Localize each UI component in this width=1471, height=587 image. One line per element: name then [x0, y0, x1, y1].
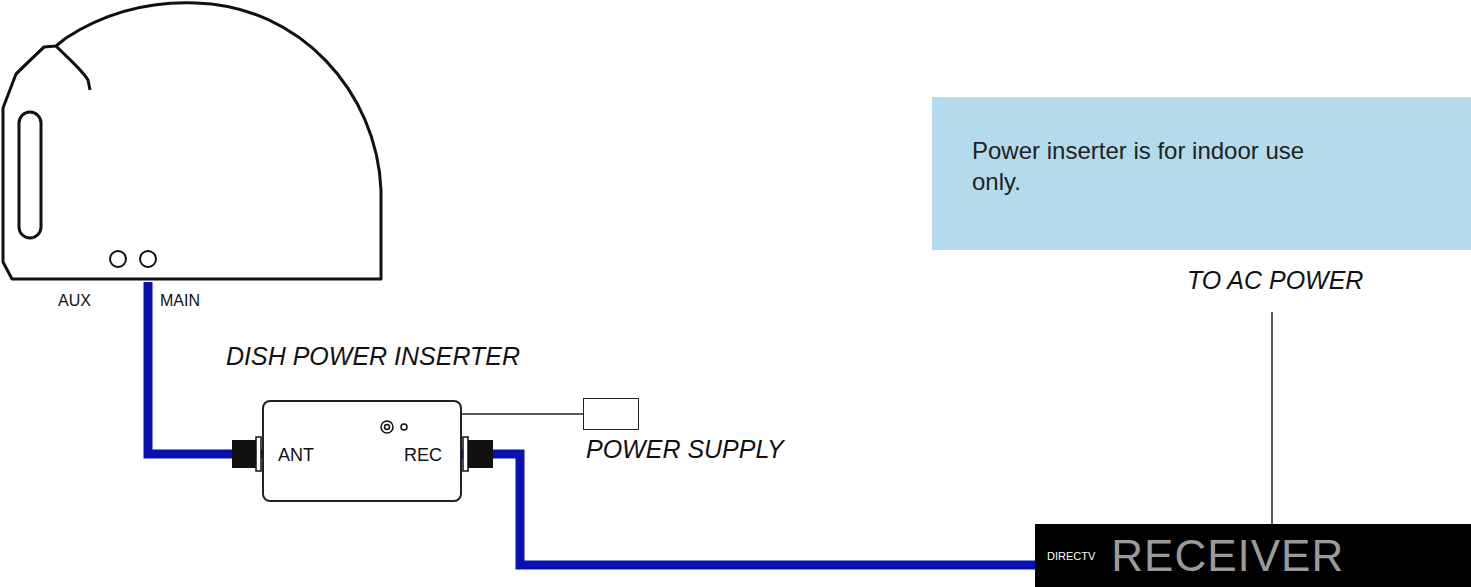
- receiver-box: DIRECTV RECEIVER: [1035, 524, 1471, 587]
- brand-label: DIRECTV: [1047, 550, 1095, 562]
- device-label: POWER SUPPLY: [586, 435, 784, 464]
- power-inserter: DISH POWER INSERTERANTREC: [262, 400, 462, 502]
- leader-line: [1271, 312, 1273, 524]
- dish-outline: [0, 0, 390, 282]
- coax-cable: [462, 454, 1035, 565]
- note-text: Power inserter is for indoor use only.: [972, 135, 1332, 197]
- coax-connector: [232, 437, 261, 471]
- callout-label: TO AC POWER: [1187, 266, 1363, 295]
- device-name: RECEIVER: [1111, 531, 1344, 581]
- device-title: DISH POWER INSERTER: [226, 342, 520, 371]
- port-label: ANT: [278, 445, 314, 466]
- port-label: AUX: [58, 292, 91, 310]
- port-label: MAIN: [160, 292, 200, 310]
- satellite-dish: AUXMAIN: [0, 0, 390, 282]
- note-box: Power inserter is for indoor use only.: [932, 97, 1471, 250]
- port-label: REC: [404, 445, 442, 466]
- coax-connector: [463, 437, 493, 471]
- power-supply: POWER SUPPLY: [583, 398, 639, 430]
- power-wire: [462, 413, 583, 415]
